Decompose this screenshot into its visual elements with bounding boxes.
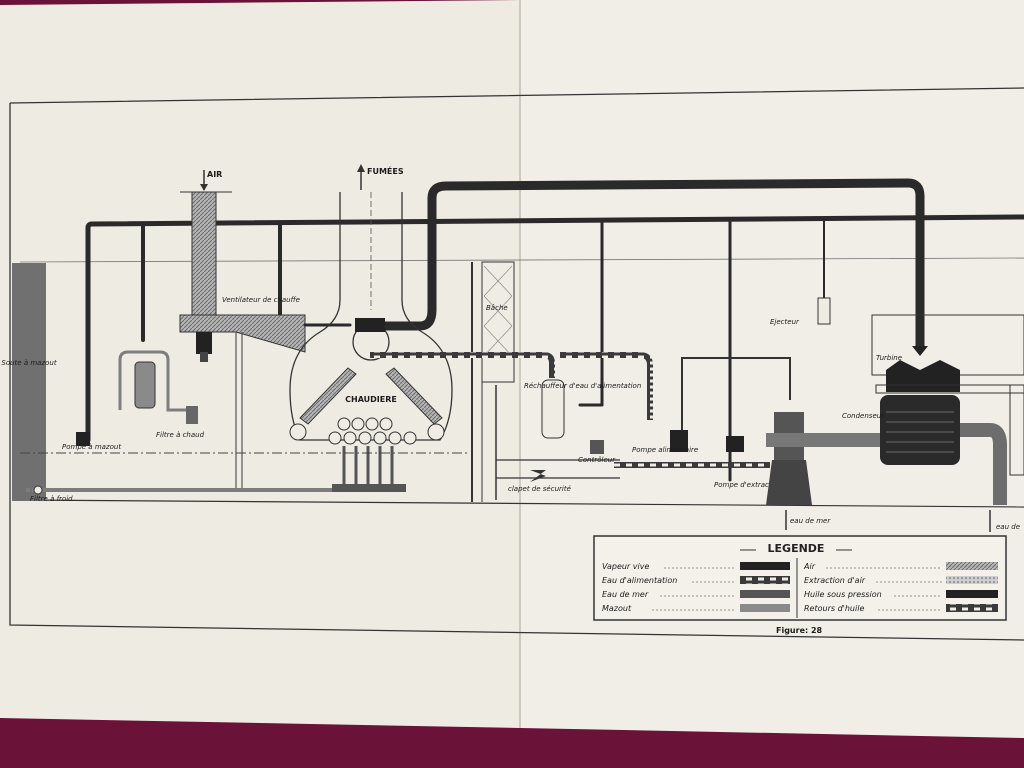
- burner-manifold: [332, 484, 406, 492]
- condenser-label: Condenseur: [842, 412, 885, 420]
- burners: [328, 417, 417, 445]
- return-lines: [496, 459, 620, 479]
- gearbox: [1009, 384, 1024, 476]
- feed-tank-hatching: [483, 265, 513, 357]
- feed-heater: [541, 379, 565, 439]
- hot-filter-1: [134, 361, 156, 409]
- legend-eau-de-mer-swatch: [740, 590, 790, 598]
- legend: LEGENDE Vapeur vive Eau d'alimentation E…: [593, 535, 1007, 621]
- water-drum-left: [289, 423, 307, 441]
- legend-retours-huile-swatch: [946, 604, 998, 612]
- turbine: [886, 360, 960, 392]
- ventilator-label: Ventilateur de chauffe: [222, 296, 300, 304]
- fumes-label: FUMÉES: [367, 165, 404, 176]
- turbine-label: Turbine: [876, 354, 902, 362]
- extraction-pump: [726, 436, 744, 452]
- fuel-filter-loop: [118, 350, 190, 412]
- ejector-label: Ejecteur: [770, 318, 800, 326]
- legend-leader-lines: [652, 567, 942, 611]
- diagram-frame: [9, 87, 1024, 641]
- feed-tank: [481, 261, 515, 383]
- cold-filter-label: Filtre à froid: [30, 495, 73, 503]
- cold-filter: [33, 485, 43, 495]
- condenser-tubes: [886, 411, 954, 453]
- pump-base: [766, 460, 812, 505]
- legend-extraction-air-label: Extraction d'air: [804, 576, 866, 585]
- legend-mazout-label: Mazout: [602, 604, 632, 613]
- top-header-pipe: [85, 214, 1024, 443]
- fuel-pump-label: Pompe à mazout: [62, 443, 121, 451]
- legend-eau-de-mer-label: Eau de mer: [602, 590, 649, 599]
- legend-air-swatch: [946, 562, 998, 570]
- sea-water-label-2: eau de: [996, 523, 1020, 531]
- fuel-line: [26, 488, 332, 492]
- sea-water-outlet-pipe: [960, 423, 1007, 505]
- legend-huile-pression-label: Huile sous pression: [804, 590, 882, 599]
- fuel-bunker: [12, 263, 46, 501]
- feed-pump-label: Pompe alimentaire: [632, 446, 698, 454]
- fuel-bunker-label: Soute à mazout: [1, 359, 56, 367]
- live-steam-pipe: [377, 178, 925, 353]
- air-duct: [191, 191, 217, 321]
- burner-feed-pipes: [342, 446, 394, 484]
- turbine-shaft: [875, 384, 1024, 394]
- legend-vapeur-vive-swatch: [740, 562, 790, 570]
- condenser: [880, 395, 960, 465]
- feed-pump: [670, 430, 688, 452]
- legend-title: LEGENDE: [768, 542, 825, 555]
- sea-water-label-1: eau de mer: [790, 517, 831, 525]
- air-arrow-head: [200, 184, 208, 191]
- figure-caption: Figure: 28: [776, 626, 823, 635]
- steam-inlet-arrow: [912, 346, 928, 356]
- fuel-pump: [76, 432, 90, 446]
- legend-air-label: Air: [803, 562, 816, 571]
- pump-steam-line: [681, 357, 791, 430]
- legend-huile-pression-swatch: [946, 590, 998, 598]
- feed-water-pipe-right: [560, 352, 653, 420]
- floor-line: [19, 499, 1024, 508]
- fan-motor: [196, 332, 212, 354]
- boiler-label: CHAUDIERE: [345, 395, 397, 404]
- legend-box: [593, 535, 1007, 621]
- feed-tank-label: Bâche: [486, 304, 508, 312]
- tube-bank-right: [385, 367, 443, 425]
- extraction-pump-label: Pompe d'extraction: [714, 481, 782, 489]
- safety-valve-label: clapet de sécurité: [508, 485, 572, 493]
- legend-vapeur-vive-label: Vapeur vive: [602, 562, 649, 571]
- tube-bank-left: [299, 367, 357, 425]
- legend-extraction-air-swatch: [946, 576, 998, 584]
- controller-label: Contrôleur: [578, 456, 616, 464]
- legend-mazout-swatch: [740, 604, 790, 612]
- water-drum-right: [427, 423, 445, 441]
- air-label: AIR: [207, 170, 222, 179]
- ejector: [817, 297, 831, 325]
- hot-filter-2: [186, 406, 198, 424]
- fan-motor-base: [200, 352, 208, 362]
- feed-heater-label: Réchauffeur d'eau d'alimentation: [524, 382, 641, 390]
- feed-water-pipe-top: [370, 352, 555, 378]
- legend-retours-huile-label: Retours d'huile: [804, 604, 864, 613]
- deck-line: [19, 257, 1024, 263]
- steam-valve: [355, 318, 385, 332]
- hot-filter-label: Filtre à chaud: [156, 431, 205, 439]
- safety-valve: [530, 470, 546, 482]
- paper-left-page: [0, 0, 520, 728]
- branch-pipe-3: [578, 220, 604, 407]
- legend-eau-alimentation-label: Eau d'alimentation: [602, 576, 677, 585]
- fumes-arrow-head: [357, 164, 365, 172]
- legend-eau-alimentation-swatch: [740, 576, 790, 584]
- controller: [590, 440, 604, 454]
